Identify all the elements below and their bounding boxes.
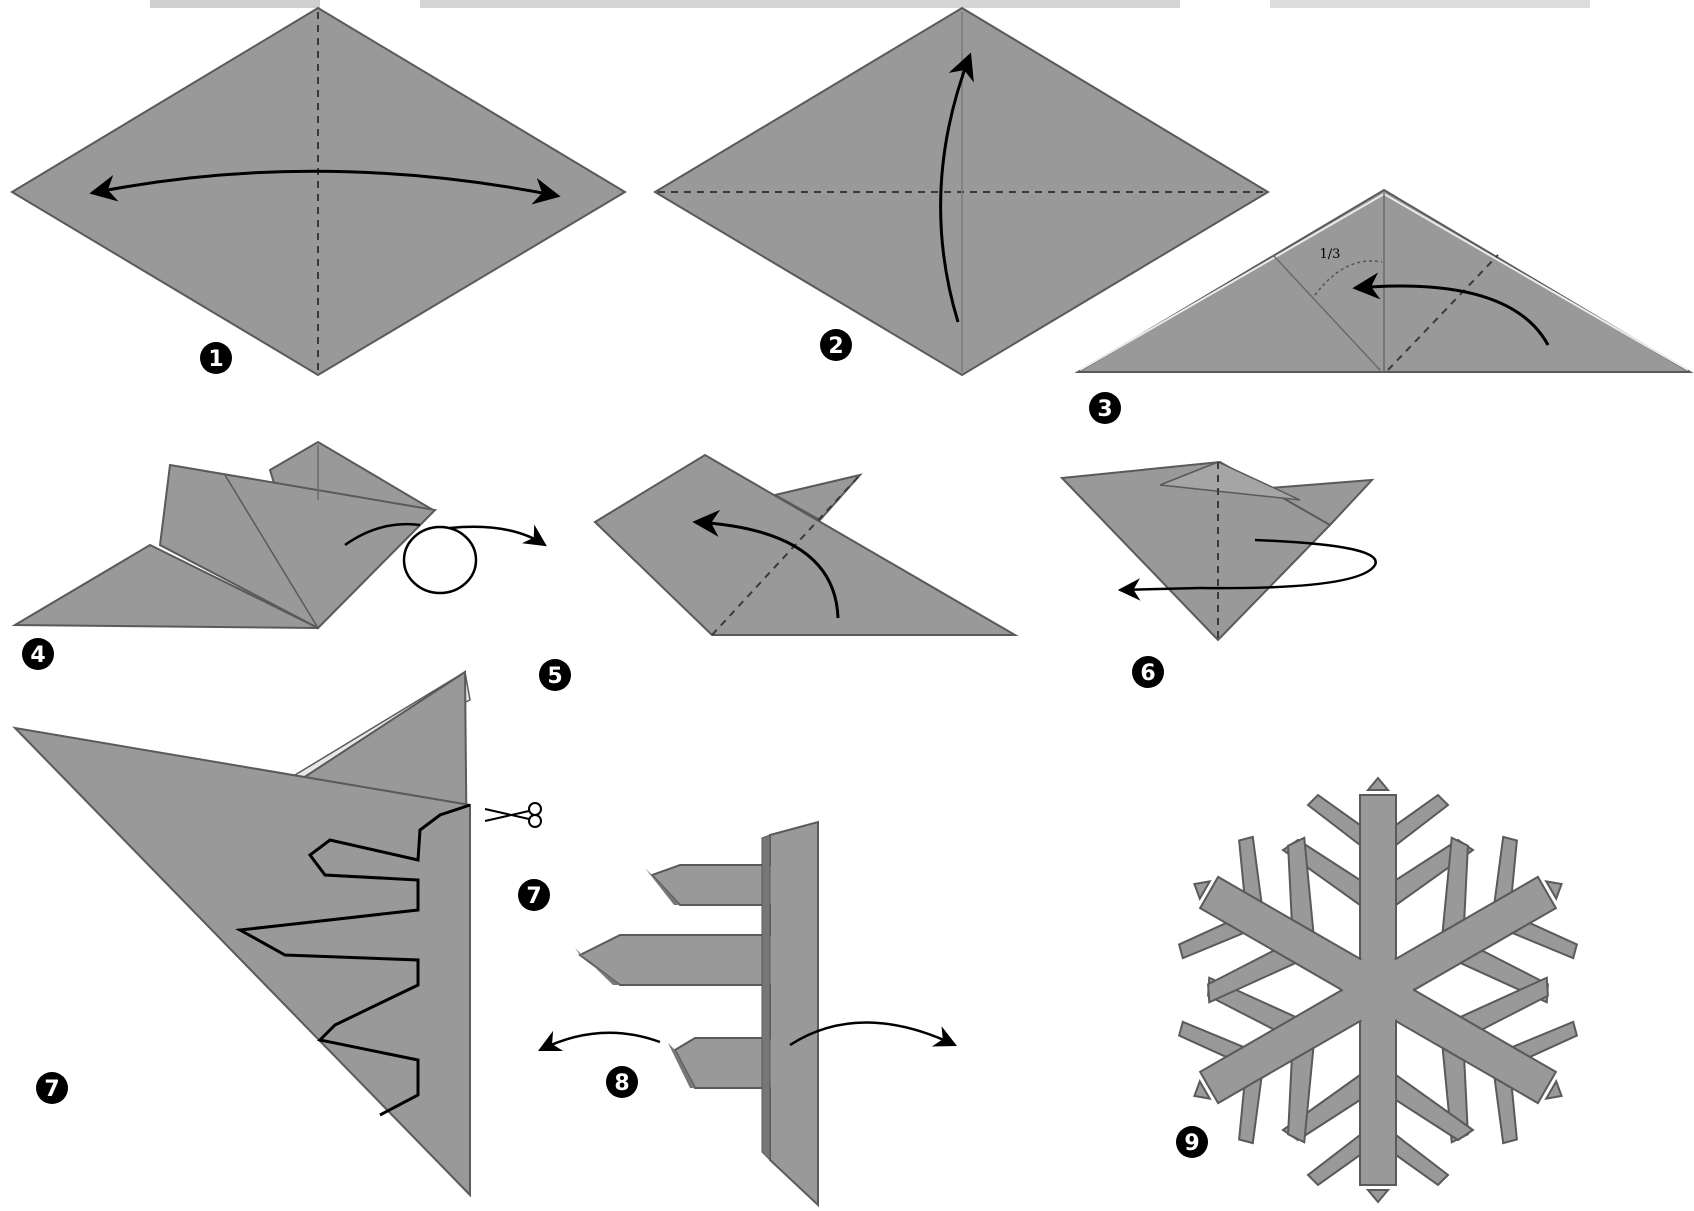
step-badge-3: 3 <box>1089 392 1121 424</box>
scissors-icon <box>485 803 541 827</box>
step-badge-4: 4 <box>22 638 54 670</box>
one-third-label: 1/3 <box>1320 247 1341 262</box>
fold-arrow-icon <box>540 1033 660 1050</box>
svg-text:1: 1 <box>208 347 223 372</box>
step-badge-9: 9 <box>1176 1126 1208 1158</box>
svg-text:2: 2 <box>828 334 843 359</box>
step-badge-1: 1 <box>200 342 232 374</box>
snowflake <box>1147 778 1609 1202</box>
svg-text:8: 8 <box>614 1071 629 1096</box>
step-7-cut-pattern <box>15 672 470 1195</box>
svg-text:4: 4 <box>30 643 45 668</box>
svg-text:5: 5 <box>547 664 562 689</box>
step-badge-7: 7 <box>36 1072 68 1104</box>
turn-over-loop <box>404 527 476 593</box>
svg-text:3: 3 <box>1097 397 1112 422</box>
svg-text:6: 6 <box>1140 661 1155 686</box>
step-1-square-diamond <box>12 8 625 375</box>
step-8-cut-shape <box>540 822 955 1205</box>
step-badge-2: 2 <box>820 329 852 361</box>
step-6-folded <box>1062 462 1376 640</box>
top-strip <box>150 0 1590 8</box>
step-badge-8: 8 <box>606 1066 638 1098</box>
step-4-folded <box>15 442 545 628</box>
step-badge-5: 5 <box>539 659 571 691</box>
step-badge-6: 6 <box>1132 656 1164 688</box>
svg-text:7: 7 <box>44 1077 59 1102</box>
svg-text:9: 9 <box>1184 1131 1199 1156</box>
step-badge-7-small: 7 <box>518 879 550 911</box>
svg-text:7: 7 <box>526 884 541 909</box>
step-5-folded <box>595 455 1015 635</box>
